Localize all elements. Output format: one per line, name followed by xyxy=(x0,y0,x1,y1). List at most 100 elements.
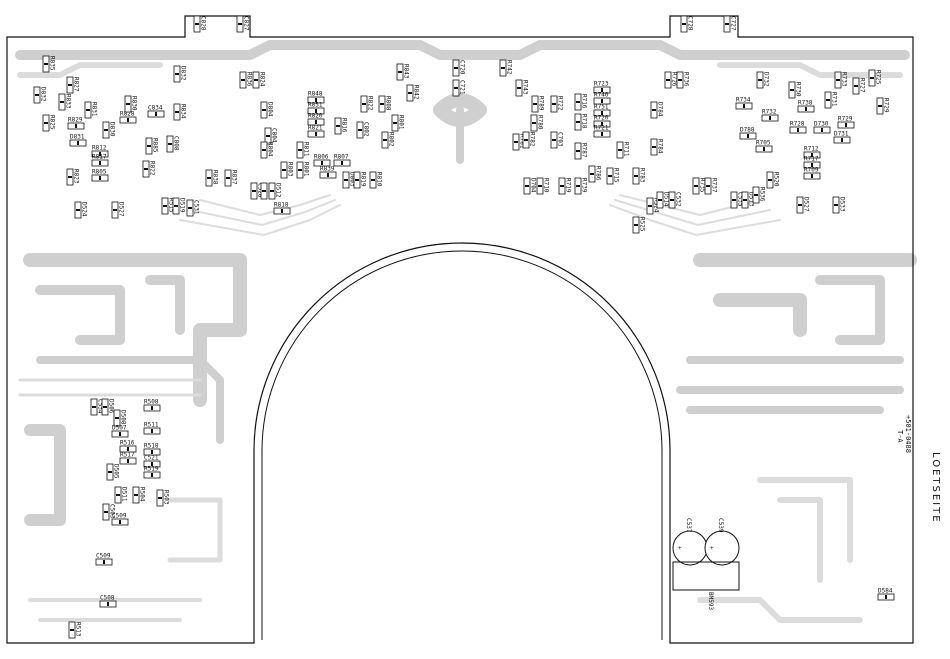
component-label: R801 xyxy=(303,162,310,177)
component-label: R719 xyxy=(565,178,572,193)
component-label: D731 xyxy=(834,131,849,138)
component-r733: R733 xyxy=(834,71,848,89)
component-pad xyxy=(524,139,528,141)
component-r834: R834 xyxy=(173,103,187,121)
component-pad xyxy=(398,71,402,73)
component-pad xyxy=(576,101,580,103)
component-label: D704 xyxy=(530,178,537,193)
component-pad xyxy=(298,149,302,151)
component-r824: R824 xyxy=(252,71,266,89)
component-label: R709 xyxy=(804,167,819,174)
component-pad xyxy=(188,207,192,209)
component-label: D784 xyxy=(657,102,664,117)
component-label: R825 xyxy=(49,115,56,130)
component-pad xyxy=(76,209,80,211)
component-c521: C521 xyxy=(143,455,161,468)
component-label: D732 xyxy=(763,72,770,87)
component-r851: R851 xyxy=(307,102,325,115)
component-c503: C503 xyxy=(102,503,116,521)
component-label: R810 xyxy=(376,172,383,187)
component-pad xyxy=(552,103,556,105)
component-pad xyxy=(75,124,77,128)
component-r825: R825 xyxy=(42,114,56,132)
component-label: R851 xyxy=(308,102,323,109)
component-label: R536 xyxy=(759,187,766,202)
component-r720: R720 xyxy=(593,115,611,128)
component-pad xyxy=(266,135,270,137)
component-label: D832 xyxy=(40,87,47,102)
component-label: C509 xyxy=(112,513,127,520)
component-pad xyxy=(270,190,274,192)
component-pad xyxy=(127,459,129,463)
component-pad xyxy=(104,129,108,131)
component-pad xyxy=(601,132,603,136)
component-r731: R731 xyxy=(824,91,838,109)
component-label: R784 xyxy=(657,139,664,154)
component-r734: R734 xyxy=(735,97,753,110)
component-pad xyxy=(327,173,329,177)
component-r709: R709 xyxy=(803,167,821,180)
component-r513: R513 xyxy=(68,621,82,639)
component-label: R827 xyxy=(73,77,80,92)
component-label: R801 xyxy=(398,115,405,130)
component-label: C532 xyxy=(675,192,682,207)
component-pad xyxy=(119,432,121,436)
component-pad xyxy=(355,179,359,181)
component-c834: C834 xyxy=(147,105,165,118)
component-pad xyxy=(155,112,157,116)
component-r517: R517 xyxy=(119,452,137,465)
component-label: R808 xyxy=(385,96,392,111)
component-pad xyxy=(362,103,366,105)
component-r751: R751 xyxy=(593,104,611,117)
component-label: C528 xyxy=(257,183,264,198)
component-c720: C720 xyxy=(452,59,466,77)
component-pad xyxy=(104,511,108,513)
component-label: D513 xyxy=(748,192,755,207)
component-pad xyxy=(175,111,179,113)
capacitor-body xyxy=(704,530,740,566)
component-pad xyxy=(158,497,162,499)
component-c509: C509 xyxy=(111,513,129,526)
component-pad xyxy=(601,99,603,103)
component-pad xyxy=(315,132,317,136)
component-r801b: R801 xyxy=(391,114,405,132)
component-r732: R732 xyxy=(761,109,779,122)
component-label: R833 xyxy=(65,94,72,109)
component-label: R843 xyxy=(403,64,410,79)
component-pad xyxy=(798,204,802,206)
component-label: D832 xyxy=(180,66,187,81)
component-pad xyxy=(694,185,698,187)
component-pad xyxy=(371,179,375,181)
component-pad xyxy=(601,88,603,92)
component-r848: R848 xyxy=(307,91,325,104)
component-pad xyxy=(151,450,153,454)
component-label: C804 xyxy=(271,128,278,143)
component-pad xyxy=(870,77,874,79)
component-label: C508 xyxy=(100,595,115,602)
component-r820: R820 xyxy=(307,113,325,126)
component-d527b: D527 xyxy=(796,196,810,214)
component-label: R508 xyxy=(144,399,159,406)
component-label: D788 xyxy=(740,127,755,134)
component-label: R711 xyxy=(623,142,630,157)
component-label: R728 xyxy=(790,121,805,128)
component-label: R821 xyxy=(308,125,323,132)
board-outline xyxy=(6,15,914,644)
component-pad xyxy=(116,494,120,496)
component-label: D524 xyxy=(81,202,88,217)
component-r781: R781 xyxy=(512,133,526,151)
component-pad xyxy=(732,199,736,201)
component-r821: R821 xyxy=(307,125,325,138)
component-r717: R717 xyxy=(803,156,821,169)
component-r807: R807 xyxy=(333,154,351,167)
component-r508: R508 xyxy=(143,399,161,412)
component-d584: D584 xyxy=(877,588,895,601)
component-label: BM593 xyxy=(707,592,714,610)
component-pad xyxy=(769,116,771,120)
component-pad xyxy=(134,494,138,496)
component-pad xyxy=(195,23,199,25)
component-label: R519 xyxy=(144,466,159,473)
component-label: R838 xyxy=(212,170,219,185)
component-pad xyxy=(652,146,656,148)
